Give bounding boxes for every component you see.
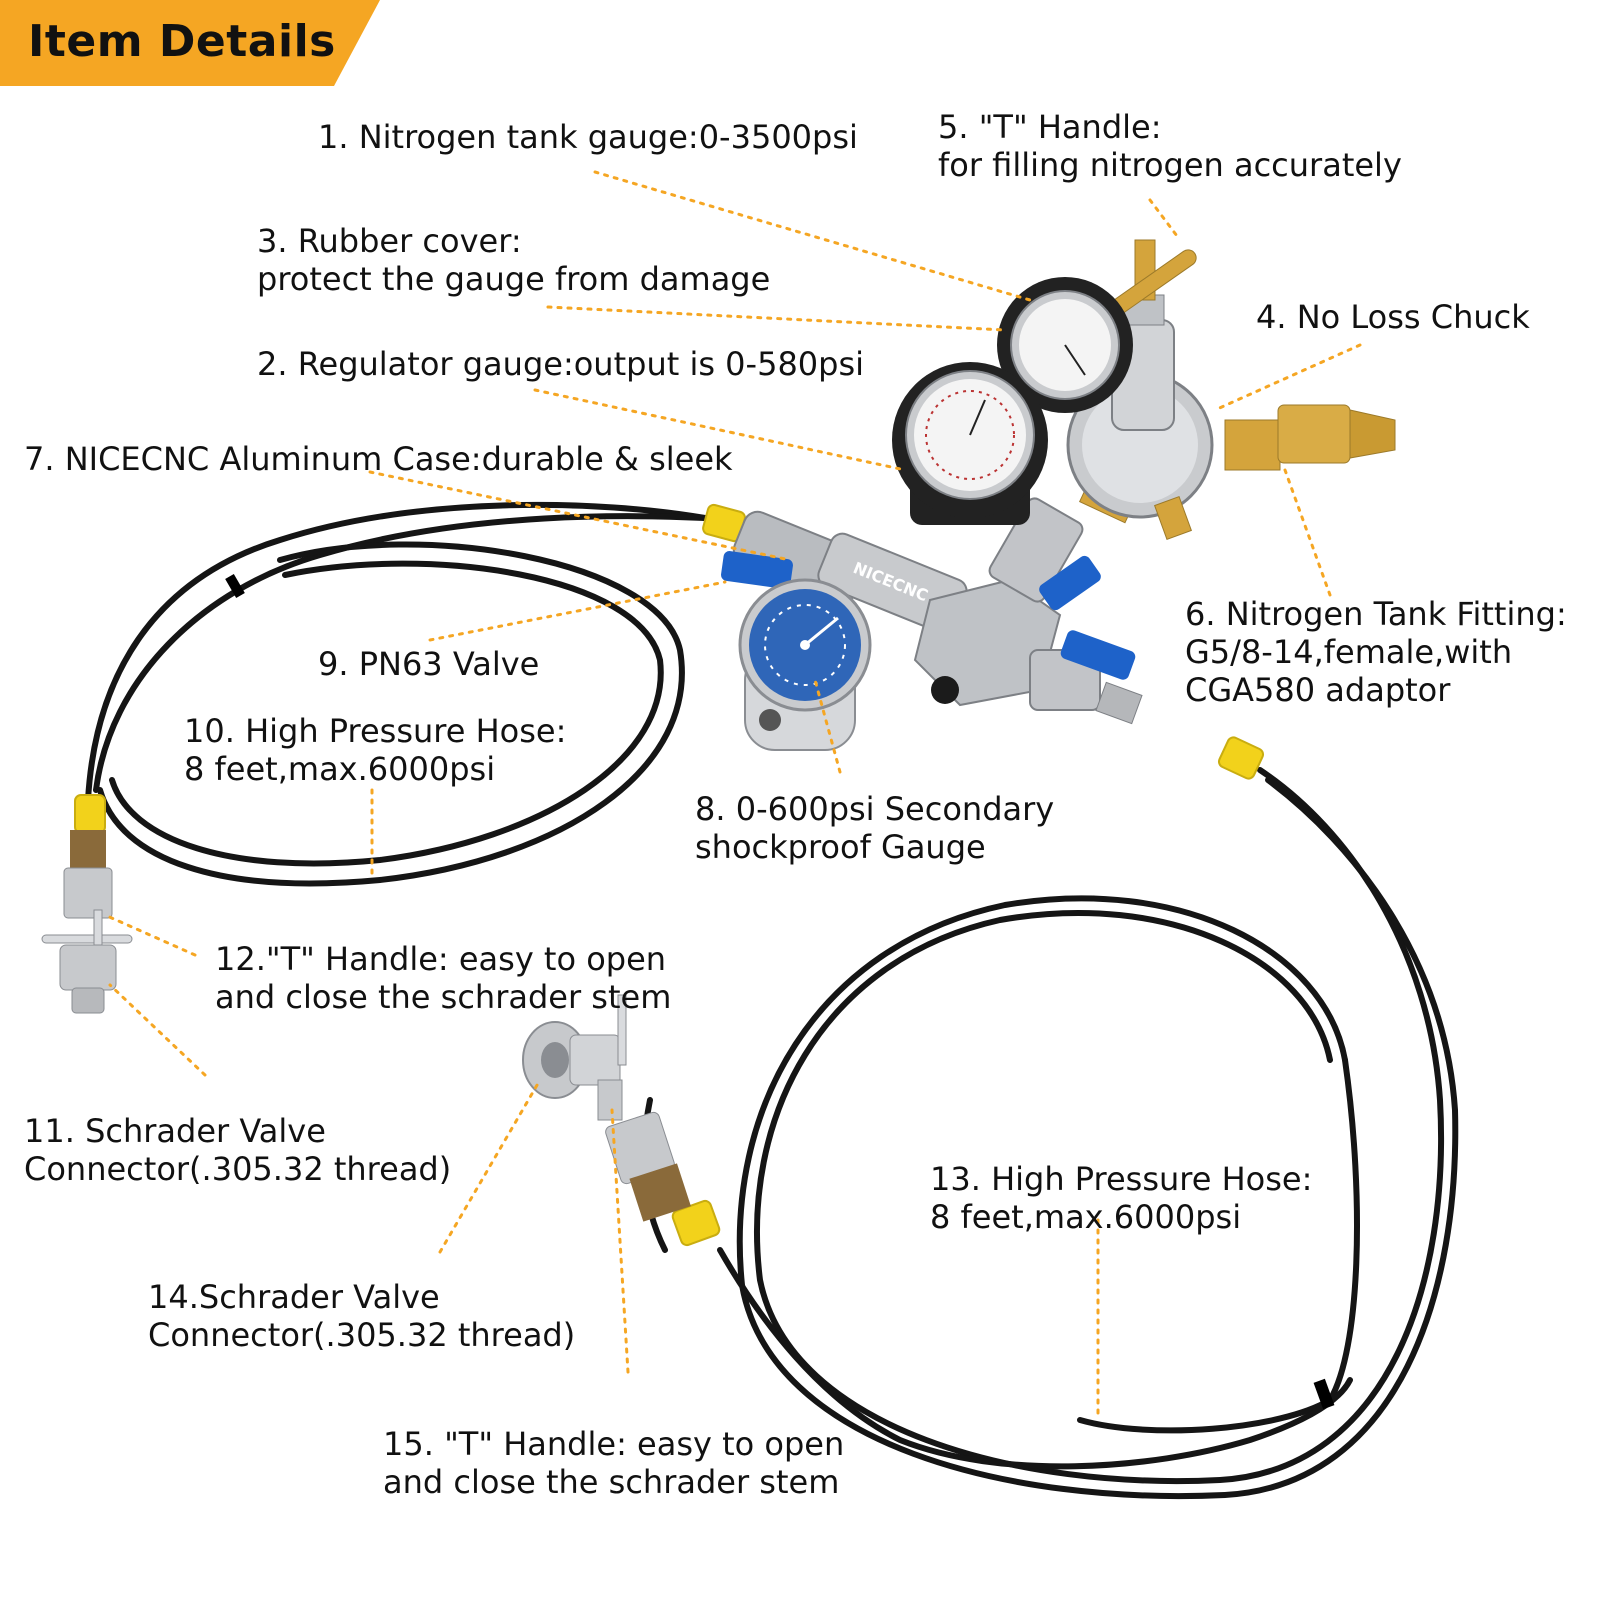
leader-line	[1213, 343, 1362, 412]
leader-line	[108, 983, 207, 1077]
leader-line	[610, 1108, 630, 1374]
hose-zip-tie	[225, 573, 245, 599]
hose-ferrules	[74, 503, 1265, 1247]
callout-pn63-valve: 9. PN63 Valve	[318, 645, 540, 683]
leader-line	[1148, 198, 1182, 242]
leader-line	[1283, 468, 1332, 597]
callout-t-handle-right: 15. "T" Handle: easy to open and close t…	[383, 1425, 845, 1501]
schrader-connector-left-illustration	[41, 830, 133, 1014]
hose-zip-tie	[1313, 1378, 1335, 1410]
nitrogen-tank-gauge-illustration	[997, 277, 1133, 413]
regulator-illustration	[1066, 239, 1396, 541]
leader-line	[368, 470, 792, 562]
secondary-gauge-illustration	[738, 578, 872, 751]
callout-t-handle-regulator: 5. "T" Handle: for filling nitrogen accu…	[938, 108, 1402, 184]
regulator-gauge-illustration	[892, 362, 1048, 525]
leader-line	[428, 580, 727, 642]
callout-schrader-connector-right: 14.Schrader Valve Connector(.305.32 thre…	[148, 1278, 576, 1354]
ferrule	[1217, 736, 1265, 780]
callout-aluminum-case: 7. NICECNC Aluminum Case:durable & sleek	[24, 440, 733, 478]
leader-line	[533, 388, 907, 472]
callout-t-handle-left: 12."T" Handle: easy to open and close th…	[215, 940, 672, 1016]
callout-regulator-gauge: 2. Regulator gauge:output is 0-580psi	[257, 345, 865, 383]
page-title: Item Details	[28, 16, 336, 67]
hose-left	[85, 501, 708, 887]
leader-line	[546, 305, 1007, 332]
schrader-connector-right-illustration	[522, 994, 691, 1222]
callout-secondary-gauge: 8. 0-600psi Secondary shockproof Gauge	[695, 790, 1055, 866]
callout-leaders	[103, 170, 1362, 1422]
leader-line	[103, 913, 197, 957]
callout-rubber-cover: 3. Rubber cover: protect the gauge from …	[257, 222, 771, 298]
manifold-illustration: NICECNC	[721, 497, 1143, 725]
callout-no-loss-chuck: 4. No Loss Chuck	[1256, 298, 1530, 336]
leader-line	[813, 678, 842, 774]
callout-schrader-connector-left: 11. Schrader Valve Connector(.305.32 thr…	[24, 1112, 452, 1188]
ferrule	[74, 794, 106, 834]
callout-nitrogen-tank-gauge: 1. Nitrogen tank gauge:0-3500psi	[318, 118, 858, 156]
callout-high-pressure-hose-left: 10. High Pressure Hose: 8 feet,max.6000p…	[184, 712, 567, 788]
leader-line	[438, 1078, 542, 1254]
callout-high-pressure-hose-right: 13. High Pressure Hose: 8 feet,max.6000p…	[930, 1160, 1313, 1236]
hose-right	[640, 767, 1459, 1500]
header-banner-shape	[0, 0, 380, 86]
callout-nitrogen-tank-fitting: 6. Nitrogen Tank Fitting: G5/8-14,female…	[1185, 595, 1567, 709]
